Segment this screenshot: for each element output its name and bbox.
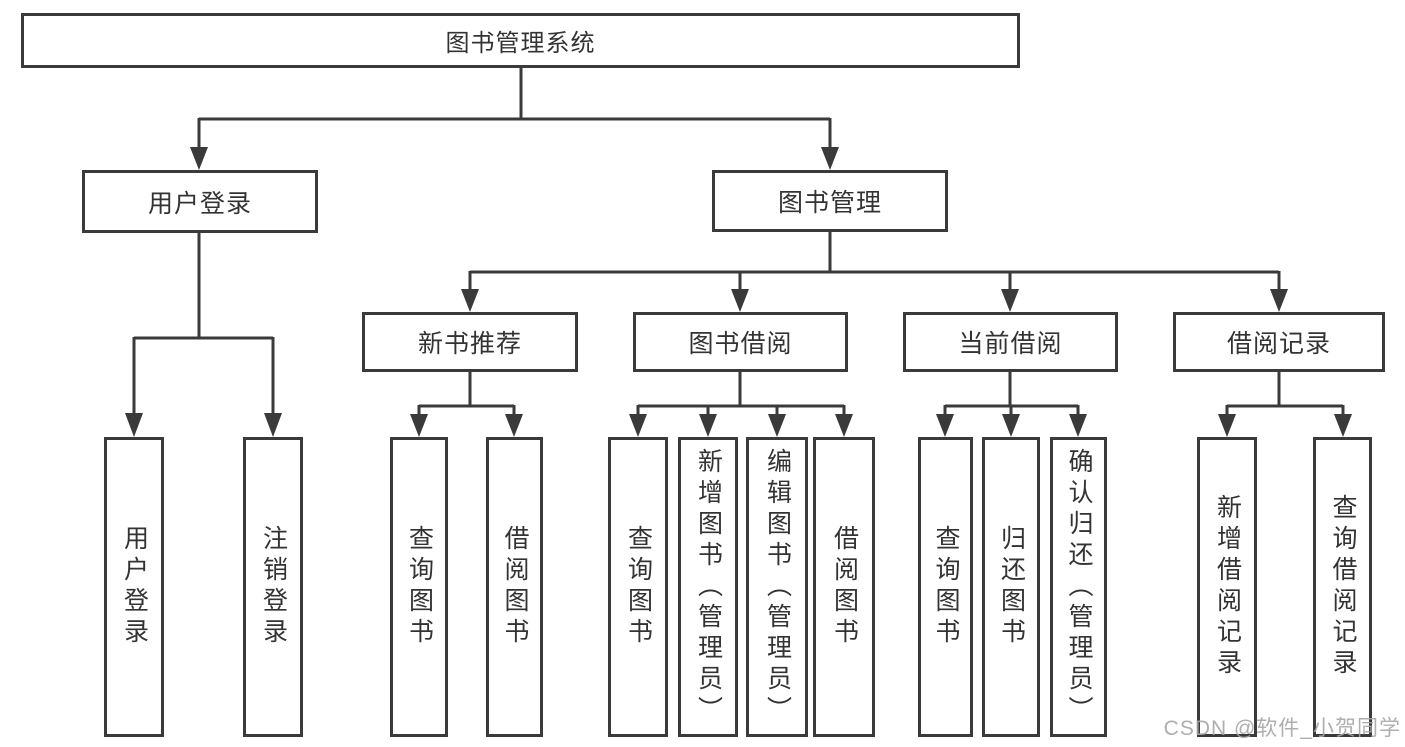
connector-current-borrowing-to-leaves [936,372,1087,437]
leaf-label: 编辑图书（管理员） [763,447,792,727]
leaf-query-borrow-record: 查询借阅记录 [1313,437,1372,737]
leaf-confirm-return-admin: 确认归还（管理员） [1050,437,1107,737]
node-user-login: 用户登录 [82,170,318,233]
leaf-query-books-borrowing: 查询图书 [608,437,668,737]
node-label: 用户登录 [147,189,252,218]
leaf-label: 查询图书 [932,525,960,649]
node-current-borrowing: 当前借阅 [903,312,1118,372]
node-label: 图书管理 [777,189,882,217]
connector-user-login-to-leaves [125,233,282,437]
leaf-add-books-admin: 新增图书（管理员） [678,437,738,737]
leaf-label: 新增图书（管理员） [694,447,723,727]
leaf-logout-login: 注销登录 [243,437,303,737]
node-book-management: 图书管理 [712,170,948,232]
node-label: 借阅记录 [1226,330,1331,358]
node-label: 新书推荐 [417,330,522,358]
connector-book-borrowing-to-leaves [629,372,853,437]
connector-borrowing-records-to-leaves [1218,372,1352,437]
leaf-user-login: 用户登录 [104,437,164,737]
leaf-return-books: 归还图书 [982,437,1040,737]
leaf-label: 查询图书 [405,525,434,649]
leaf-add-borrow-record: 新增借阅记录 [1197,437,1257,737]
leaf-edit-books-admin: 编辑图书（管理员） [746,437,808,737]
leaf-borrow-books-recommend: 借阅图书 [486,437,543,737]
node-library-management-system: 图书管理系统 [21,13,1020,68]
connector-new-book-to-leaves [410,372,523,437]
leaf-label: 新增借阅记录 [1213,494,1242,680]
node-label: 当前借阅 [958,330,1063,358]
node-borrowing-records: 借阅记录 [1173,312,1385,372]
leaf-label: 归还图书 [997,525,1026,649]
node-new-book-recommendation: 新书推荐 [362,312,578,372]
connector-book-management-to-level3 [461,232,1288,312]
leaf-label: 用户登录 [120,525,149,649]
node-label: 图书借阅 [688,330,793,358]
node-label: 图书管理系统 [445,30,596,57]
csdn-watermark: CSDN @软件_小贺同学 [1163,717,1401,740]
leaf-query-books-recommend: 查询图书 [390,437,448,737]
node-book-borrowing: 图书借阅 [633,312,848,372]
leaf-borrow-books-borrowing: 借阅图书 [813,437,875,737]
leaf-label: 注销登录 [259,525,288,649]
leaf-query-books-current: 查询图书 [918,437,973,737]
leaf-label: 确认归还（管理员） [1065,447,1093,727]
connector-root-to-level2 [190,68,839,170]
leaf-label: 借阅图书 [501,525,529,649]
leaf-label: 查询图书 [624,525,653,649]
leaf-label: 查询借阅记录 [1329,494,1357,680]
leaf-label: 借阅图书 [830,525,859,649]
